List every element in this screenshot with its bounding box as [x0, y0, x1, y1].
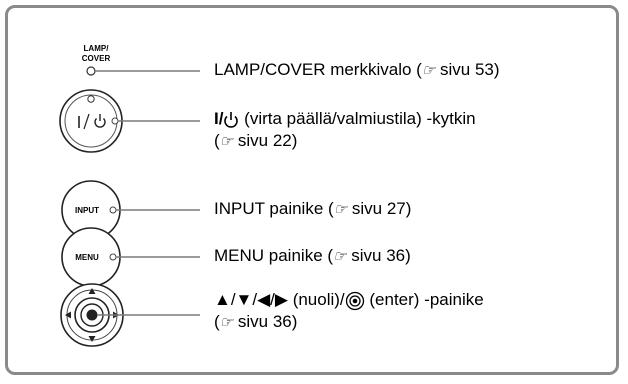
- power-callout-text: (virta päällä/valmiustila) -kytkin: [239, 109, 476, 128]
- lamp-callout: LAMP/COVER merkkivalo (☞ sivu 53): [214, 59, 500, 81]
- enter-target-icon: [345, 291, 364, 310]
- power-prefix: I/: [214, 109, 224, 128]
- input-callout-close: ): [405, 199, 412, 218]
- lamp-callout-page-ref[interactable]: sivu 53: [440, 60, 494, 79]
- power-button-inner-ring: [64, 94, 118, 148]
- arrows-callout-text: (nuoli)/: [287, 290, 345, 309]
- power-callout-line2: (☞ sivu 22): [214, 130, 297, 152]
- menu-button-label: MENU: [75, 253, 99, 262]
- arrows-callout-enter-text: (enter) -painike: [364, 290, 484, 309]
- menu-callout: MENU painike (☞ sivu 36): [214, 245, 411, 267]
- power-standby-icon: [224, 111, 239, 128]
- power-callout-open: (: [214, 131, 220, 150]
- direction-pad[interactable]: [60, 283, 124, 347]
- down-arrow-icon[interactable]: [88, 336, 96, 342]
- input-callout: INPUT painike (☞ sivu 27): [214, 198, 411, 220]
- menu-callout-close: ): [405, 246, 411, 265]
- power-standby-icon: [94, 114, 106, 128]
- menu-callout-page-ref[interactable]: sivu 36: [351, 246, 406, 265]
- pointing-hand-reference-icon: ☞: [421, 61, 436, 79]
- power-slash: [83, 113, 90, 130]
- left-arrow-icon[interactable]: [65, 311, 71, 319]
- input-callout-text: INPUT painike (: [214, 199, 334, 218]
- lamp-indicator-light: [86, 66, 96, 76]
- pointing-hand-reference-icon: ☞: [333, 200, 348, 218]
- pointing-hand-reference-icon: ☞: [219, 313, 234, 331]
- power-callout-close: ): [291, 131, 298, 150]
- arrows-symbols: ▲/▼/◀/▶: [214, 290, 288, 309]
- menu-callout-text: MENU painike (: [214, 246, 334, 265]
- power-indicator-light: [87, 95, 95, 103]
- input-callout-page-ref[interactable]: sivu 27: [351, 199, 406, 218]
- arrows-callout-open: (: [214, 312, 220, 331]
- lamp-label-line1: LAMP/: [84, 44, 110, 53]
- enter-center-dot: [86, 309, 98, 321]
- lamp-callout-close: ): [493, 60, 500, 79]
- lamp-label-line2: COVER: [82, 54, 111, 63]
- pointing-hand-reference-icon: ☞: [333, 247, 347, 265]
- arrows-callout-close: ): [291, 312, 298, 331]
- input-button-label: INPUT: [75, 206, 99, 215]
- power-callout-page-ref[interactable]: sivu 22: [237, 131, 292, 150]
- arrows-callout-line1: ▲/▼/◀/▶ (nuoli)/ (enter) -painike: [214, 289, 484, 311]
- arrows-callout-page-ref[interactable]: sivu 36: [237, 312, 292, 331]
- pointing-hand-reference-icon: ☞: [219, 132, 234, 150]
- power-callout-line1: I/ (virta päällä/valmiustila) -kytkin: [214, 108, 476, 129]
- lamp-callout-text: LAMP/COVER merkkivalo (: [214, 60, 422, 79]
- arrows-callout-line2: (☞ sivu 36): [214, 311, 297, 333]
- up-arrow-icon[interactable]: [88, 288, 96, 294]
